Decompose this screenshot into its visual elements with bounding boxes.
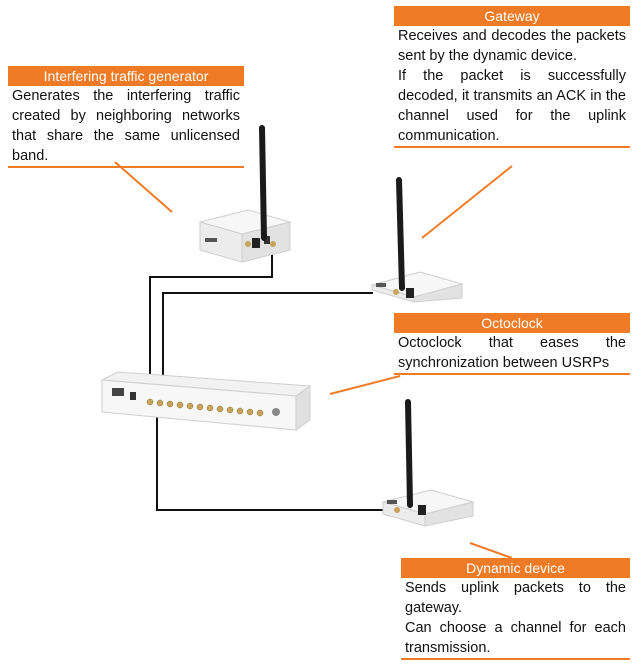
callout-interferer: Interfering traffic generator Generates …: [8, 66, 244, 168]
callout-octoclock-line: Octoclock that eases the synchronization…: [398, 335, 626, 371]
callout-gateway-underline: [394, 146, 630, 148]
antenna-gateway: [396, 177, 405, 291]
callout-gateway: Gateway Receives and decodes the packets…: [394, 6, 630, 148]
callout-octoclock: Octoclock Octoclock that eases the synch…: [394, 313, 630, 375]
callout-dynamic-line: Can choose a channel for each transmissi…: [405, 620, 626, 656]
callout-dynamic-title: Dynamic device: [401, 558, 630, 578]
cable-gateway: [162, 292, 373, 378]
leader-gateway: [421, 165, 513, 239]
leader-interferer: [114, 161, 173, 213]
callout-gateway-text: Receives and decodes the packets sent by…: [394, 26, 630, 146]
callout-gateway-title: Gateway: [394, 6, 630, 26]
leader-octoclock: [329, 375, 401, 395]
cables: [149, 250, 385, 511]
callout-gateway-line: Receives and decodes the packets sent by…: [398, 28, 626, 64]
callout-octoclock-underline: [394, 373, 630, 375]
cable-dynamic: [156, 402, 385, 511]
callout-dynamic: Dynamic device Sends uplink packets to t…: [401, 558, 630, 660]
callout-interferer-line: Generates the interfering traffic create…: [12, 88, 240, 164]
callout-interferer-underline: [8, 166, 244, 168]
usrp-interferer: [198, 125, 292, 263]
callout-dynamic-text: Sends uplink packets to the gateway. Can…: [401, 578, 630, 658]
antenna-dynamic: [405, 399, 413, 508]
usrp-gateway: [370, 177, 464, 303]
callout-dynamic-underline: [401, 658, 630, 660]
callout-gateway-line: If the packet is successfully decoded, i…: [398, 68, 626, 144]
callout-interferer-title: Interfering traffic generator: [8, 66, 244, 86]
usrp-dynamic: [381, 399, 475, 527]
leader-dynamic: [469, 542, 513, 559]
callout-octoclock-title: Octoclock: [394, 313, 630, 333]
callout-octoclock-text: Octoclock that eases the synchronization…: [394, 333, 630, 373]
octoclock-device: [100, 371, 312, 431]
callout-interferer-text: Generates the interfering traffic create…: [8, 86, 244, 166]
callout-dynamic-line: Sends uplink packets to the gateway.: [405, 580, 626, 616]
cable-interferer: [149, 250, 273, 375]
antenna-interferer: [259, 125, 267, 241]
